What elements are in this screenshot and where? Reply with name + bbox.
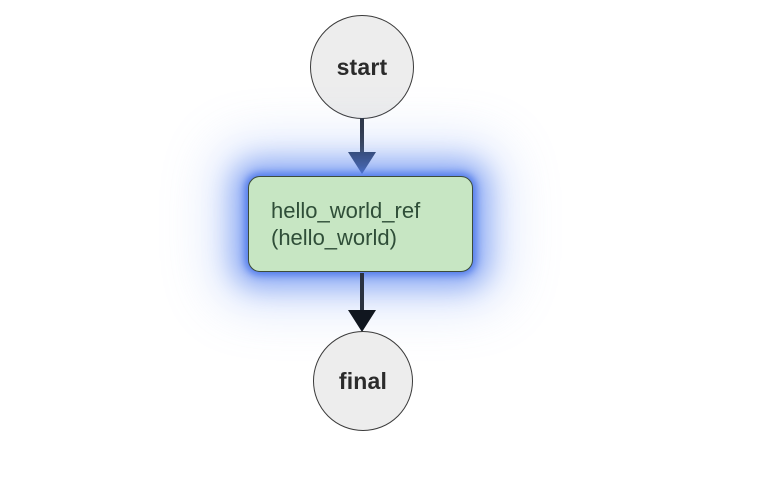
edge-start-to-task-line	[360, 118, 364, 155]
node-task-hello-world-ref[interactable]: hello_world_ref (hello_world)	[248, 176, 473, 272]
task-label-line2: (hello_world)	[271, 225, 397, 250]
node-start[interactable]: start	[310, 15, 414, 119]
edge-task-to-final-line	[360, 273, 364, 312]
node-final-label: final	[338, 367, 388, 394]
arrowhead-down-icon	[348, 310, 376, 332]
arrowhead-down-icon	[348, 152, 376, 174]
node-start-label: start	[336, 53, 388, 80]
node-final[interactable]: final	[313, 331, 413, 431]
task-label-line1: hello_world_ref	[271, 198, 421, 223]
